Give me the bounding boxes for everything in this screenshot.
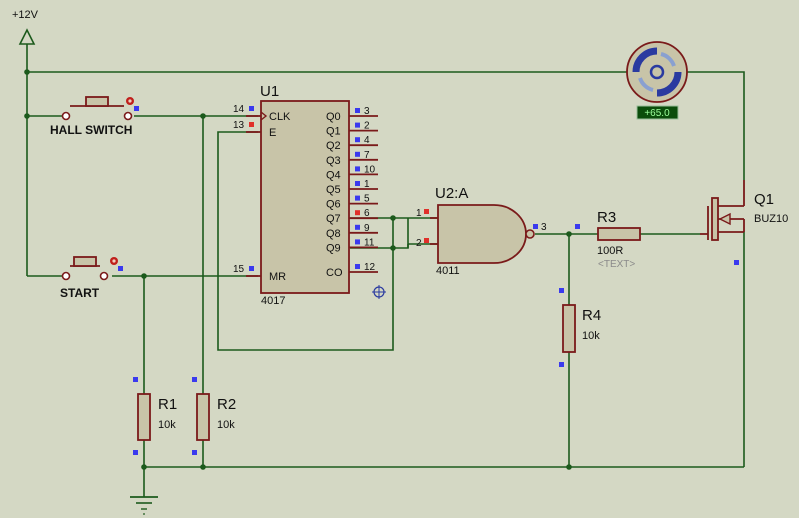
u1-pin-name: Q5 — [326, 184, 341, 196]
u2-pin-num: 2 — [416, 238, 422, 249]
u1-pin-name: Q0 — [326, 111, 341, 123]
hall-switch[interactable]: HALL SWITCH — [50, 96, 139, 137]
u1-pin-num: 3 — [364, 106, 370, 117]
u1-pin-name: Q6 — [326, 199, 341, 211]
wire-q9-join — [393, 218, 409, 249]
u1-pin-num: 2 — [364, 121, 370, 132]
u2-pin-num: 1 — [416, 208, 422, 219]
u1-pin-num: 9 — [364, 223, 370, 234]
r4-ref: R4 — [582, 307, 601, 324]
wire-12v-rail — [26, 44, 627, 73]
pin-marker — [355, 210, 360, 216]
u1-pin-num: 7 — [364, 150, 370, 161]
wire-enable-loop — [217, 131, 394, 351]
r2-ref: R2 — [217, 396, 236, 413]
wire-motor-drain — [687, 71, 745, 180]
u1-pin-num: 4 — [364, 135, 370, 146]
pin-marker — [355, 151, 360, 157]
pin-marker — [355, 264, 360, 269]
junctions — [24, 69, 572, 470]
r4-value: 10k — [582, 330, 600, 342]
u1-pin-num: 10 — [364, 164, 376, 175]
motor-readout: +65.0 — [644, 108, 670, 119]
u2-nand-gate[interactable]: U2:A 4011 1 2 3 — [416, 185, 547, 277]
supply-label: +12V — [12, 9, 39, 21]
junction — [390, 215, 396, 221]
pin-marker — [355, 166, 360, 172]
pin-marker — [355, 108, 360, 113]
u1-pin-num: 13 — [233, 120, 245, 131]
junction — [141, 273, 147, 279]
pin-marker — [355, 239, 360, 245]
u1-pin-num: 12 — [364, 262, 376, 273]
pin-marker — [355, 224, 360, 230]
u1-part: 4017 — [261, 295, 285, 307]
arrow-icon — [718, 212, 731, 226]
u2-pin-num: 3 — [541, 222, 547, 233]
r1-ref: R1 — [158, 396, 177, 413]
start-switch-label: START — [60, 286, 100, 300]
u1-pin-name: Q3 — [326, 155, 341, 167]
motor-rotor-icon — [632, 47, 658, 73]
u1-pin-name: MR — [269, 271, 286, 283]
u1-pin-num: 6 — [364, 208, 370, 219]
pin-marker — [355, 122, 360, 128]
u1-pin-num: 11 — [364, 237, 375, 248]
r3-text: <TEXT> — [598, 259, 635, 270]
r1-value: 10k — [158, 419, 176, 431]
r3-ref: R3 — [597, 209, 616, 226]
q1-part: BUZ10 — [754, 213, 788, 225]
motor-readout-box — [636, 105, 679, 120]
r2-value: 10k — [217, 419, 235, 431]
junction — [24, 69, 30, 75]
u1-pin-name: Q7 — [326, 213, 341, 225]
pin-marker — [355, 137, 360, 143]
junction — [200, 113, 206, 119]
junction — [141, 464, 147, 470]
u1-pin-name: Q1 — [326, 126, 341, 138]
u1-pin-name: Q9 — [326, 242, 341, 254]
r3-resistor[interactable]: R3 100R <TEXT> — [575, 209, 641, 270]
pin-marker — [355, 181, 360, 186]
r3-value: 100R — [597, 245, 623, 257]
clock-icon — [260, 111, 268, 121]
u1-pin-num: 14 — [233, 104, 245, 115]
u1-pin-name: E — [269, 127, 276, 139]
hall-switch-label: HALL SWITCH — [50, 123, 132, 137]
u1-ref: U1 — [260, 83, 279, 100]
crosshair-icon — [372, 285, 386, 299]
start-switch[interactable]: START — [60, 256, 123, 300]
wires — [26, 44, 745, 497]
ground-symbol — [130, 496, 158, 515]
junction — [390, 245, 396, 251]
r2-resistor[interactable]: R2 10k — [192, 377, 236, 455]
u2-part: 4011 — [436, 265, 460, 277]
q1-ref: Q1 — [754, 191, 774, 208]
power-terminal[interactable]: +12V — [12, 9, 39, 45]
junction — [200, 464, 206, 470]
q1-mosfet[interactable]: Q1 BUZ10 — [700, 180, 788, 265]
u1-pin-name: CLK — [269, 111, 291, 123]
u1-pin-name: Q4 — [326, 169, 341, 181]
junction — [566, 464, 572, 470]
u2-ref: U2:A — [435, 185, 468, 202]
junction — [24, 113, 30, 119]
u1-pin-name: Q8 — [326, 228, 341, 240]
u1-pin-num: 5 — [364, 194, 370, 205]
power-arrow-icon — [18, 28, 36, 45]
junction — [566, 231, 572, 237]
u1-pin-num: 1 — [364, 179, 370, 190]
u1-pin-name: CO — [326, 267, 343, 279]
r1-resistor[interactable]: R1 10k — [133, 377, 177, 455]
u1-pin-name: Q2 — [326, 140, 341, 152]
pin-marker — [355, 195, 360, 201]
u1-pin-num: 15 — [233, 264, 245, 275]
r4-resistor[interactable]: R4 10k — [559, 288, 601, 367]
dc-motor[interactable]: +65.0 — [626, 41, 688, 120]
